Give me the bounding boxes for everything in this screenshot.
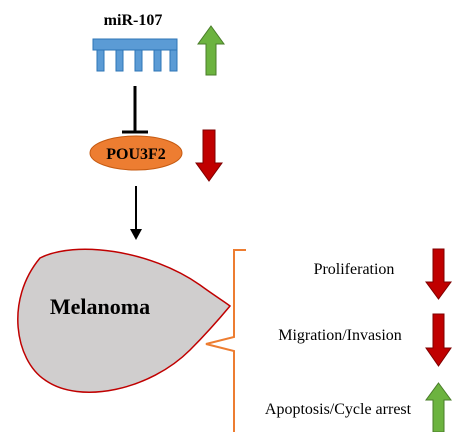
pou3f2-label: POU3F2	[106, 146, 166, 163]
apoptosis-up-arrow-icon	[425, 382, 452, 432]
inhibition-connector	[122, 86, 148, 134]
migration-down-arrow-icon	[425, 313, 452, 367]
pou3f2-node	[89, 135, 183, 171]
mirna-up-arrow-icon	[197, 25, 225, 76]
mirna-label: miR-107	[104, 12, 163, 29]
proliferation-down-arrow-icon	[425, 248, 452, 300]
outcome-migration-label: Migration/Invasion	[278, 327, 402, 344]
melanoma-cell	[17, 248, 232, 393]
pou3f2-down-arrow-icon	[195, 129, 223, 182]
outcome-brace	[205, 249, 246, 432]
melanoma-label: Melanoma	[50, 294, 150, 319]
activation-arrow	[130, 186, 142, 240]
mirna-probe-icon	[92, 38, 178, 72]
outcome-apoptosis-label: Apoptosis/Cycle arrest	[265, 401, 412, 418]
outcome-proliferation-label: Proliferation	[314, 261, 395, 278]
